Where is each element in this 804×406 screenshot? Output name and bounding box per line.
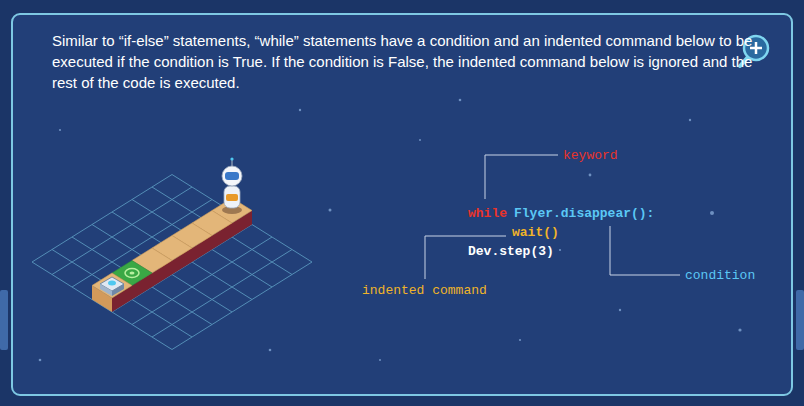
- keyword-leader: [485, 155, 558, 199]
- code-condition: Flyer.disappear():: [514, 206, 654, 222]
- robot: [222, 157, 242, 214]
- iso-grid: [32, 175, 312, 350]
- indented-command-label: indented command: [362, 283, 487, 299]
- instruction-text: Similar to “if-else” statements, “while”…: [52, 30, 764, 93]
- stars: [39, 99, 742, 362]
- code-keyword: while: [468, 206, 507, 222]
- side-bracket: [796, 290, 804, 350]
- panel: [12, 14, 792, 395]
- leader-lines: [425, 155, 680, 279]
- code-line: Dev.step(3): [468, 244, 554, 260]
- path-blocks: [92, 198, 252, 312]
- code-line: wait(): [512, 225, 559, 241]
- condition-label: condition: [685, 268, 755, 284]
- keyword-label: keyword: [563, 148, 618, 164]
- condition-leader: [610, 226, 680, 275]
- side-bracket: [0, 290, 8, 350]
- vehicle: [100, 277, 124, 296]
